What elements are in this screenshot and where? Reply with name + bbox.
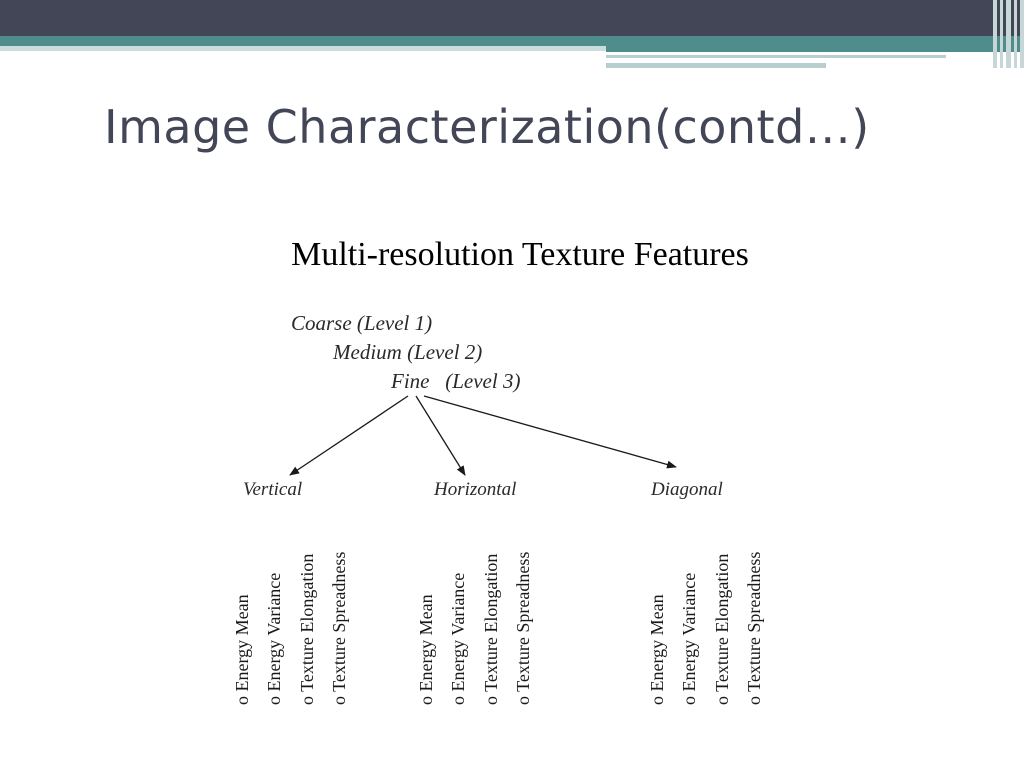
level-fine: Fine (Level 3) [391, 369, 521, 393]
feature-item: o Energy Mean [416, 594, 436, 705]
feature-item: o Energy Variance [264, 572, 284, 705]
direction-vertical: Vertical [243, 479, 303, 500]
header-strip [606, 55, 946, 58]
header-bar-teal [0, 36, 1024, 46]
slide-subtitle: Multi-resolution Texture Features [291, 236, 749, 273]
feature-item: o Texture Elongation [297, 553, 317, 705]
feature-item: o Texture Spreadness [513, 551, 533, 705]
feature-item: o Texture Elongation [481, 553, 501, 705]
feature-item: o Energy Variance [448, 572, 468, 705]
slide-title: Image Characterization(contd…) [104, 100, 870, 154]
arrow-to-horizontal [415, 395, 466, 476]
header-vertical-bars [993, 0, 1024, 68]
feature-item: o Texture Spreadness [329, 551, 349, 705]
feature-item: o Energy Mean [647, 594, 667, 705]
feature-item: o Energy Mean [232, 594, 252, 705]
header-strip [606, 46, 1024, 52]
feature-item: o Texture Spreadness [744, 551, 764, 705]
header-strip [606, 63, 826, 68]
feature-item: o Energy Variance [679, 572, 699, 705]
header-bar-dark [0, 0, 1024, 36]
feature-item: o Texture Elongation [712, 553, 732, 705]
level-medium: Medium (Level 2) [333, 340, 483, 364]
header-bar-light [0, 46, 608, 51]
arrow-to-diagonal [423, 395, 677, 469]
arrow-to-vertical [289, 395, 409, 476]
direction-horizontal: Horizontal [434, 479, 517, 500]
level-coarse: Coarse (Level 1) [291, 311, 433, 335]
direction-diagonal: Diagonal [651, 479, 723, 500]
